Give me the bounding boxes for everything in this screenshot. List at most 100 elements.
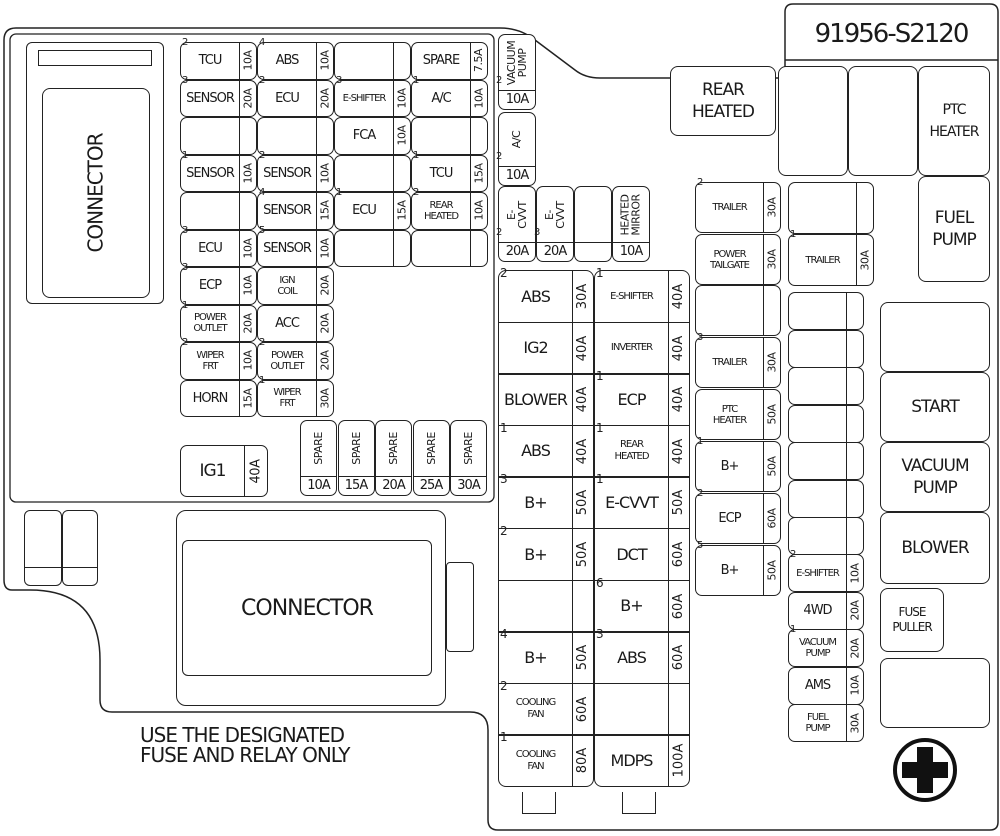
fuse-label: VACUUM PUMP — [505, 40, 529, 85]
relay-rear-heated[interactable]: REAR HEATED — [670, 66, 776, 136]
fuse-b[interactable]: B+50A — [498, 631, 594, 685]
relay-empty[interactable] — [880, 658, 990, 728]
fuse-empty[interactable] — [498, 579, 594, 633]
empty-fuse-slot[interactable] — [788, 479, 864, 518]
empty-fuse-slot[interactable] — [788, 404, 864, 443]
pin-number: 3 — [596, 627, 604, 642]
fuse-empty[interactable] — [180, 117, 257, 155]
relay-empty[interactable] — [880, 302, 990, 372]
relay-blower[interactable]: BLOWER — [880, 512, 990, 584]
fuse-empty[interactable] — [594, 682, 690, 736]
fuse-empty[interactable] — [411, 117, 488, 155]
empty-fuse-slot[interactable] — [788, 292, 864, 330]
empty-fuse-slot[interactable] — [788, 442, 864, 480]
fuse-empty[interactable] — [574, 186, 612, 262]
relay-fuse-puller[interactable]: FUSE PULLER — [880, 588, 944, 652]
fuse-b[interactable]: B+50A — [498, 528, 594, 582]
fuse-b[interactable]: B+50A — [498, 476, 594, 530]
fuse-amp — [470, 230, 487, 266]
fuse-b[interactable]: B+60A — [594, 579, 690, 633]
relay-empty[interactable] — [848, 66, 918, 176]
empty-fuse-slot[interactable] — [788, 367, 864, 405]
relay-ptc-heater[interactable]: PTC HEATER — [918, 66, 990, 176]
relay-empty[interactable] — [778, 66, 848, 176]
empty-fuse-slot[interactable] — [788, 517, 864, 555]
fuse-b[interactable]: B+50A — [695, 441, 781, 492]
relay-start[interactable]: START — [880, 372, 990, 442]
relay-vacuum-pump[interactable]: VACUUM PUMP — [880, 442, 990, 512]
fuse-b[interactable]: B+50A — [695, 545, 781, 596]
relay-fuel-pump[interactable]: FUEL PUMP — [918, 176, 990, 282]
fuse-empty[interactable] — [411, 229, 488, 267]
fuse-empty[interactable] — [180, 192, 257, 230]
fuse-empty[interactable] — [695, 285, 781, 336]
fuse-empty[interactable] — [788, 182, 874, 234]
empty-fuse-slot[interactable] — [788, 329, 864, 368]
fuse-empty[interactable] — [257, 117, 334, 155]
fuse-empty[interactable] — [334, 42, 411, 80]
fuse-ig1[interactable]: IG1 40A — [180, 445, 268, 497]
fuse-empty[interactable] — [334, 229, 411, 267]
fuse-empty[interactable] — [334, 154, 411, 192]
